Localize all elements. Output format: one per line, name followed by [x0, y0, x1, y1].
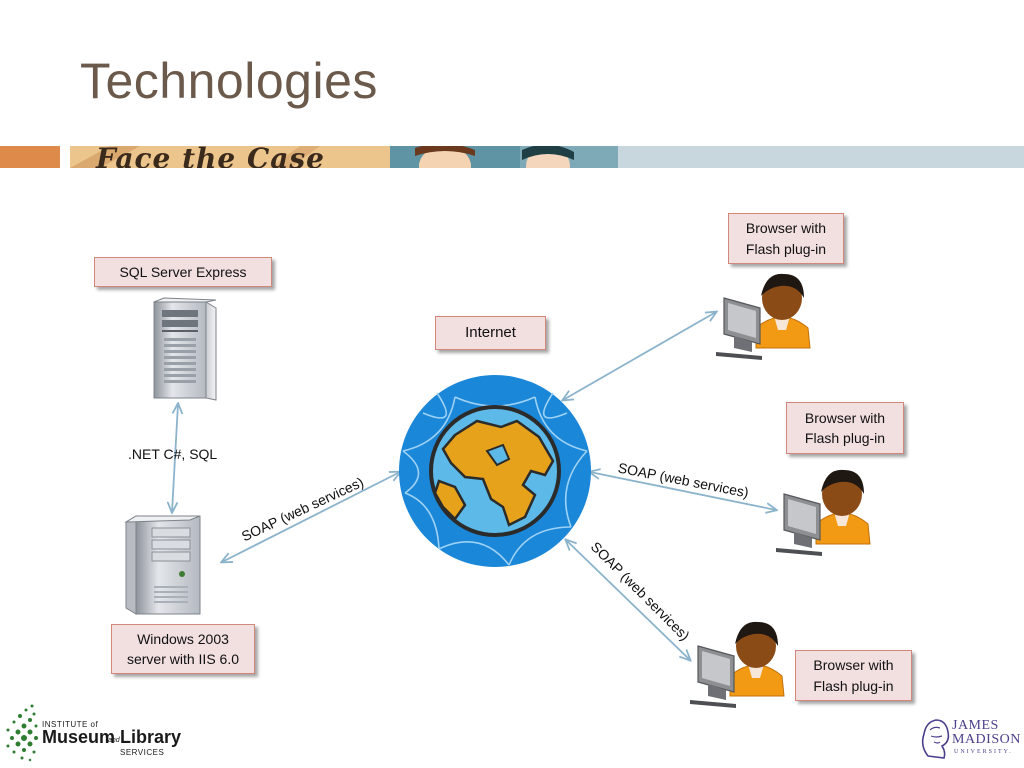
jmu-line2: MADISON — [952, 732, 1021, 747]
banner-image: Face the Case — [70, 146, 618, 168]
user-computer-icon — [776, 469, 871, 556]
jmu-portrait-icon — [921, 719, 950, 759]
imls-line3: Library — [120, 727, 182, 747]
jmu-line3: UNIVERSITY. — [954, 749, 1013, 755]
imls-dots-icon — [6, 704, 38, 762]
node-internet: Internet — [435, 316, 546, 350]
connector-arrows — [172, 312, 776, 660]
globe-icon — [399, 375, 591, 567]
user-computer-icon — [690, 621, 785, 708]
node-browser-2: Browser with Flash plug-in — [786, 402, 904, 454]
jmu-line1: JAMES — [952, 718, 999, 733]
server-icon — [124, 515, 201, 615]
arrow-windows-internet — [222, 472, 400, 562]
slide-title: Technologies — [80, 53, 378, 109]
user-computer-icon — [716, 273, 811, 360]
imls-line2: Museum — [42, 727, 116, 747]
node-browser-3: Browser with Flash plug-in — [795, 650, 912, 701]
node-sql-server: SQL Server Express — [94, 257, 272, 287]
arrow-internet-browser-3 — [566, 540, 690, 660]
edge-label-net-sql: .NET C#, SQL — [128, 446, 218, 462]
node-browser-1: Browser with Flash plug-in — [728, 213, 844, 264]
jmu-logo: JAMES MADISON UNIVERSITY. — [918, 712, 1022, 764]
node-windows-server: Windows 2003 server with IIS 6.0 — [111, 624, 255, 674]
arrow-internet-browser-2 — [590, 472, 776, 510]
banner-accent-left — [0, 146, 60, 168]
imls-line1: INSTITUTE of — [42, 720, 99, 729]
banner-accent-right — [618, 146, 1024, 168]
imls-logo: INSTITUTE of Museum and Library SERVICES — [2, 700, 182, 766]
arrow-sql-windows — [172, 404, 178, 512]
server-icon — [153, 297, 217, 401]
imls-and: and — [108, 737, 120, 744]
banner-title: Face the Case — [96, 146, 325, 168]
arrow-internet-browser-1 — [563, 312, 716, 400]
imls-line4: SERVICES — [120, 748, 165, 757]
